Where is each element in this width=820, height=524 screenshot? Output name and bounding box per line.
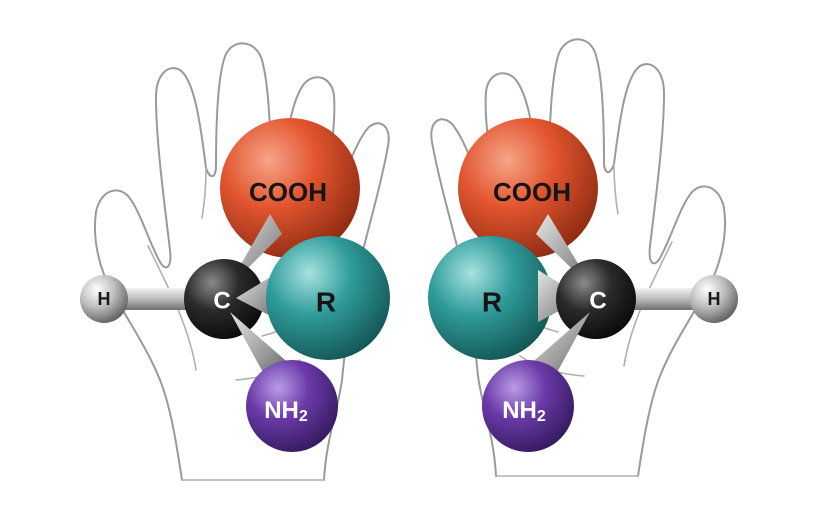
left-label-c: C xyxy=(213,288,230,315)
right-atom-r xyxy=(428,236,552,360)
right-label-c: C xyxy=(589,288,606,315)
right-label-nh2-main: NH xyxy=(502,397,537,424)
right-label-nh2: NH2 xyxy=(502,397,546,425)
left-atom-c xyxy=(184,259,264,339)
right-molecule: H COOH R C NH2 xyxy=(428,118,738,452)
left-label-cooh: COOH xyxy=(249,177,327,207)
left-label-nh2: NH2 xyxy=(264,397,308,425)
right-label-h: H xyxy=(708,289,721,309)
left-label-nh2-sub: 2 xyxy=(299,408,308,425)
left-label-nh2-main: NH xyxy=(264,397,299,424)
left-atom-r xyxy=(266,236,390,360)
right-atom-cooh xyxy=(458,118,598,258)
right-label-r: R xyxy=(482,287,502,318)
right-label-nh2-sub: 2 xyxy=(537,408,546,425)
right-atom-c xyxy=(556,259,636,339)
left-label-h: H xyxy=(98,289,111,309)
left-molecule: H COOH C R NH2 xyxy=(80,118,390,452)
right-atom-nh2 xyxy=(482,360,574,452)
left-atom-cooh xyxy=(220,118,360,258)
right-label-cooh: COOH xyxy=(493,177,571,207)
right-wedge-c-nh2 xyxy=(528,312,590,378)
left-atom-nh2 xyxy=(246,360,338,452)
left-label-r: R xyxy=(316,287,336,318)
right-atom-h xyxy=(690,275,738,323)
left-atom-h xyxy=(80,275,128,323)
left-wedge-c-nh2 xyxy=(230,312,292,378)
